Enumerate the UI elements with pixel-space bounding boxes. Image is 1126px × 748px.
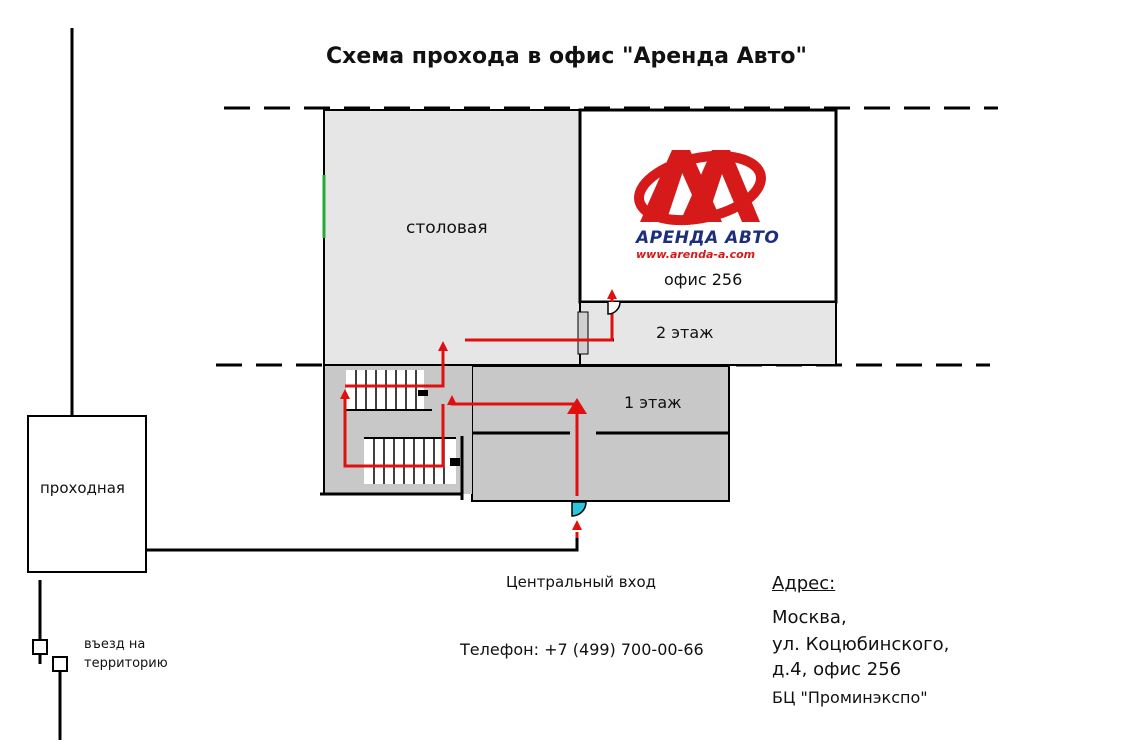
entrance-label-line1: въезд на [84,637,146,652]
main-entrance-door [571,501,587,517]
route-arrow-start [572,520,582,530]
pillar [577,311,589,355]
floor1-label: 1 этаж [624,393,682,412]
canteen-label: столовая [406,218,488,238]
floor2-corridor [579,301,837,366]
staircase-lower [364,437,460,484]
office-label: офис 256 [664,270,743,289]
checkpoint-label: проходная [40,479,125,497]
logo-website: www.arenda-a.com [636,248,756,261]
address-line1: Москва, [772,607,847,628]
page-title: Схема прохода в офис "Аренда Авто" [326,44,807,69]
entrance-label-line2: территорию [84,656,168,671]
canteen-room [323,109,581,366]
address-line3: д.4, офис 256 [772,659,902,680]
staircase-upper [346,370,432,411]
phone-label: Телефон: +7 (499) 700-00-66 [460,640,704,659]
address-line4: БЦ "Проминэкспо" [772,688,928,707]
floor2-label: 2 этаж [656,323,714,342]
logo-name: АРЕНДА АВТО [636,228,780,248]
main-entrance-label: Центральный вход [506,573,656,591]
walkway-line [146,538,579,552]
route-arrow-up [567,398,587,414]
logo-emblem [634,150,766,226]
gate-post-2 [52,656,68,672]
checkpoint-box [27,415,147,573]
address-line2: ул. Коцюбинского, [772,634,950,655]
gate-post-1 [32,639,48,655]
address-heading: Адрес: [772,573,836,594]
office-door [607,301,621,315]
